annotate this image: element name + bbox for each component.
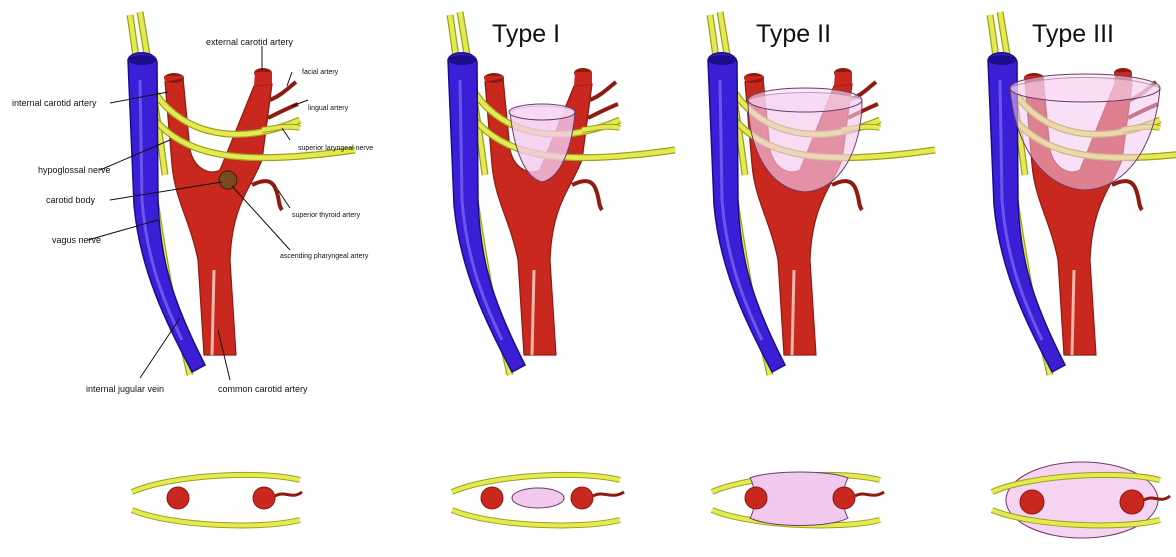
anatomy-panel-labelled: external carotid artery facial artery li… bbox=[12, 12, 373, 525]
carotid-body-mark bbox=[219, 171, 237, 189]
label-facial-artery: facial artery bbox=[302, 69, 339, 76]
panel-title: Type II bbox=[756, 20, 831, 48]
label-ascending-pharyngeal-artery: ascending pharyngeal artery bbox=[280, 253, 369, 260]
cross-section-type-iii bbox=[992, 462, 1170, 538]
label-hypoglossal-nerve: hypoglossal nerve bbox=[38, 165, 111, 175]
label-internal-carotid-artery: internal carotid artery bbox=[12, 98, 97, 108]
panel-title: Type I bbox=[492, 20, 560, 48]
label-lingual-artery: lingual artery bbox=[308, 105, 349, 112]
carotid-anatomy-illustration bbox=[988, 12, 1176, 375]
label-vagus-nerve: vagus nerve bbox=[52, 235, 101, 245]
panel-title: Type III bbox=[1032, 20, 1114, 48]
label-superior-thyroid-artery: superior thyroid artery bbox=[292, 212, 361, 219]
carotid-anatomy-illustration bbox=[448, 12, 675, 375]
cross-section-type-ii bbox=[712, 472, 884, 526]
carotid-anatomy-illustration bbox=[708, 12, 935, 375]
label-superior-laryngeal-nerve: superior laryngeal nerve bbox=[298, 145, 373, 152]
panel-type-ii: Type II bbox=[708, 12, 935, 526]
panel-type-iii: Type III bbox=[988, 12, 1176, 538]
label-common-carotid-artery: common carotid artery bbox=[218, 384, 308, 394]
carotid-anatomy-illustration bbox=[128, 12, 355, 375]
cross-section-normal bbox=[132, 475, 302, 526]
panel-type-i: Type I bbox=[448, 12, 675, 525]
label-internal-jugular-vein: internal jugular vein bbox=[86, 384, 164, 394]
label-carotid-body: carotid body bbox=[46, 195, 96, 205]
cross-section-type-i bbox=[452, 475, 624, 526]
label-external-carotid-artery: external carotid artery bbox=[206, 37, 294, 47]
